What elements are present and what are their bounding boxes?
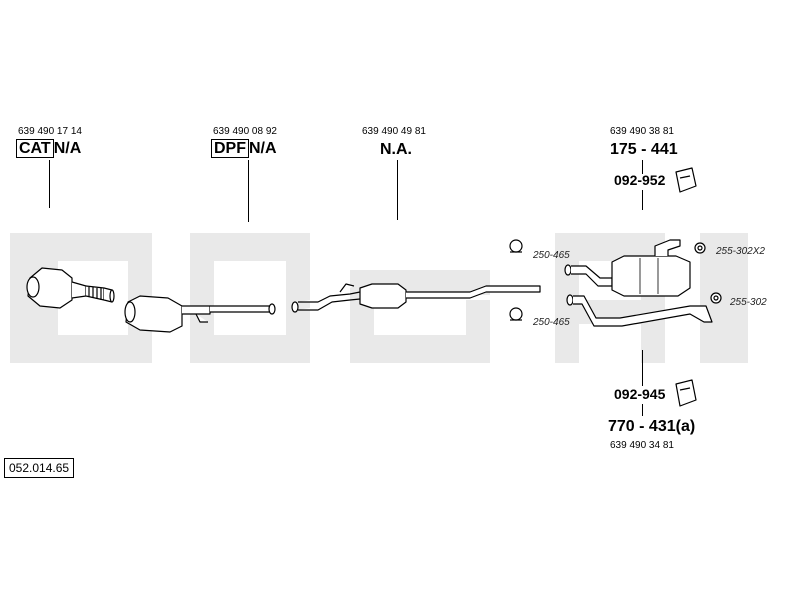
watermark-block <box>350 335 490 363</box>
hanger-label-lower: 255-302 <box>730 297 767 308</box>
dpf-suffix: N/A <box>249 140 277 157</box>
intermediate-pipe <box>291 283 541 313</box>
watermark-block <box>58 233 128 261</box>
leader-line <box>642 160 643 174</box>
leader-line <box>642 190 643 210</box>
bracket-label-upper: 092-952 <box>614 172 666 188</box>
watermark-block <box>58 335 128 363</box>
bracket-label-lower: 092-945 <box>614 386 666 402</box>
catalytic-converter <box>26 267 115 309</box>
hanger-symbols <box>694 242 722 304</box>
clamp-label-lower: 250-465 <box>533 317 570 328</box>
part-label-3: N.A. <box>380 141 412 158</box>
rear-silencer <box>564 239 691 297</box>
clamp-label-upper: 250-465 <box>533 250 570 261</box>
clamp-symbols <box>509 239 523 321</box>
part-number-1: 639 490 17 14 <box>18 126 82 137</box>
watermark-block <box>700 233 748 363</box>
part-label-4: 175 - 441 <box>610 141 678 158</box>
watermark-block <box>286 261 310 335</box>
diagram-reference: 052.014.65 <box>4 458 75 478</box>
cat-box: CAT <box>16 139 54 158</box>
leader-line <box>49 160 50 208</box>
leader-line <box>642 404 643 416</box>
watermark-block <box>190 233 310 261</box>
leader-line <box>642 350 643 386</box>
part-number-5: 639 490 34 81 <box>610 440 674 451</box>
diesel-particulate-filter <box>124 295 276 333</box>
watermark-block <box>466 300 490 335</box>
part-number-3: 639 490 49 81 <box>362 126 426 137</box>
watermark-block <box>190 335 310 363</box>
part-number-4: 639 490 38 81 <box>610 126 674 137</box>
leader-line <box>397 160 398 220</box>
leader-line <box>248 160 249 222</box>
cat-suffix: N/A <box>53 140 82 157</box>
tail-pipe <box>566 294 713 327</box>
part-number-2: 639 490 08 92 <box>213 126 277 137</box>
part-label-5: 770 - 431(a) <box>608 418 696 435</box>
bracket-symbols <box>675 167 697 407</box>
dpf-box: DPF <box>211 139 249 158</box>
hanger-label-upper: 255-302X2 <box>716 246 765 257</box>
